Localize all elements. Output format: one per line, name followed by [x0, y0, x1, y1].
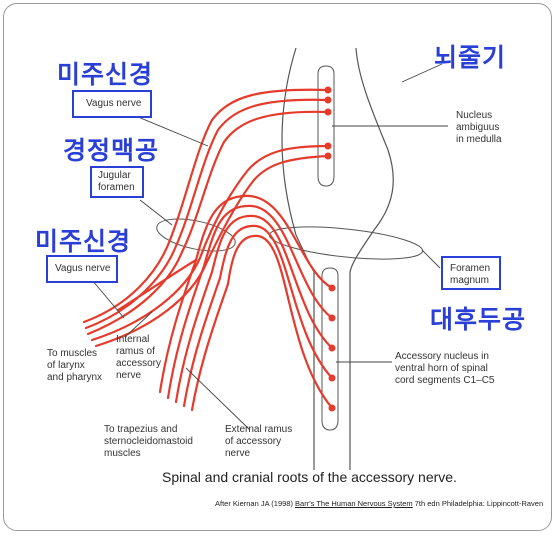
figure-credit: After Kiernan JA (1998) Barr's The Human…	[215, 499, 544, 508]
korean-label-vagus-top: 미주신경	[57, 60, 154, 89]
figure-caption: Spinal and cranial roots of the accessor…	[162, 469, 457, 485]
label-internal-ramus: Internal ramus of accessory nerve	[116, 334, 162, 381]
label-nucleus-ambiguus: Nucleus ambiguus in medulla	[456, 110, 502, 145]
spinal-root-fibers	[116, 194, 334, 412]
korean-label-jugular-foramen: 경정맥공	[63, 136, 160, 165]
boxed-label-vagus-bottom: Vagus nerve	[46, 255, 118, 283]
neuron-dots	[324, 86, 336, 412]
label-accessory-nucleus: Accessory nucleus in ventral horn of spi…	[395, 351, 495, 386]
boxed-label-vagus-top: Vagus nerve	[72, 90, 152, 118]
label-muscles-larynx: To muscles of larynx and pharynx	[47, 348, 103, 383]
korean-label-vagus-bottom: 미주신경	[35, 227, 132, 256]
accessory-nucleus-outline	[321, 267, 339, 431]
jugular-foramen-ellipse	[156, 218, 236, 252]
label-external-ramus: External ramus of accessory nerve	[225, 424, 293, 459]
korean-label-brainstem: 뇌줄기	[434, 43, 507, 72]
label-trapezius: To trapezius and sternocleidomastoid mus…	[104, 424, 193, 459]
boxed-label-foramen-magnum: Foramen magnum	[441, 256, 501, 290]
foramen-magnum-ellipse	[268, 226, 424, 260]
nucleus-ambiguus-outline	[317, 65, 335, 187]
cranial-root-fibers	[82, 88, 330, 348]
boxed-label-jugular-foramen: Jugular foramen	[90, 166, 144, 198]
korean-label-foramen-magnum: 대후두공	[430, 305, 527, 334]
